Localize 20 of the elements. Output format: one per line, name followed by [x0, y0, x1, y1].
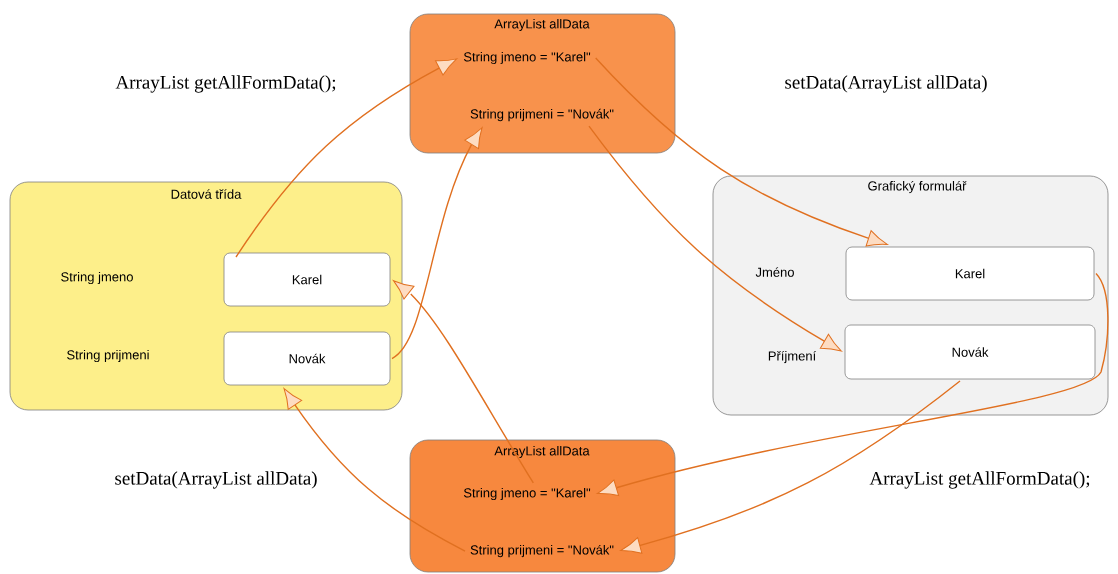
method-label: ArrayList getAllFormData(); — [115, 75, 336, 93]
method-label: setData(ArrayList allData) — [115, 471, 317, 489]
attribute-text: String prijmeni = "Novák" — [470, 108, 614, 122]
attribute-text: String jmeno = "Karel" — [463, 51, 591, 65]
method-label: ArrayList getAllFormData(); — [869, 471, 1090, 489]
value-field: Karel — [223, 252, 391, 307]
arrow — [620, 380, 961, 554]
method-label: setData(ArrayList allData) — [785, 75, 987, 93]
value-field: Novák — [223, 331, 391, 386]
arrow — [588, 125, 842, 352]
value-field: Novák — [844, 324, 1096, 380]
arrow — [391, 127, 483, 360]
arrow — [393, 280, 535, 484]
arrow — [595, 57, 888, 247]
attribute-text: String jmeno = "Karel" — [463, 487, 591, 501]
arrow — [235, 58, 458, 258]
attribute-text: String prijmeni = "Novák" — [470, 544, 614, 558]
arrow — [597, 272, 1109, 496]
arrow — [283, 388, 466, 552]
value-field: Karel — [845, 246, 1095, 301]
